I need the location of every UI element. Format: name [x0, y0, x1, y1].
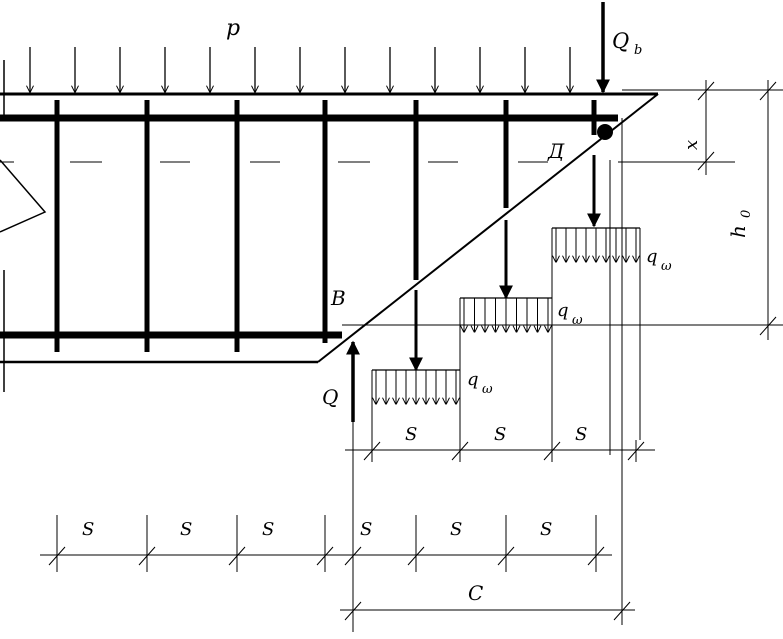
q-block-3	[551, 227, 641, 440]
dimension-s-upper	[345, 440, 655, 462]
label-qsw-1: q	[646, 246, 658, 267]
label-qsw-1-sub: ω	[661, 259, 672, 274]
dimension-x	[697, 80, 715, 175]
label-s-lower-2: S	[180, 519, 192, 540]
label-s-lower-1: S	[82, 519, 94, 540]
extension-lines	[342, 89, 783, 632]
label-h0-sub: 0	[739, 210, 754, 218]
label-s-lower-6: S	[540, 519, 552, 540]
label-s-upper-2: S	[494, 424, 506, 445]
label-x: x	[681, 140, 702, 150]
stirrup-load-blocks	[371, 227, 641, 440]
label-qsw-2: q	[557, 300, 569, 321]
label-s-lower-3: S	[262, 519, 274, 540]
label-s-lower-5: S	[450, 519, 462, 540]
reinforcement	[0, 100, 618, 352]
label-qb-sub: b	[634, 43, 642, 58]
point-d-dot	[597, 124, 613, 140]
label-point-d: Д	[547, 139, 565, 163]
q-block-1	[371, 369, 461, 440]
label-qsw-3-sub: ω	[482, 382, 493, 397]
label-h0: h	[726, 225, 750, 238]
beam-outline	[0, 60, 659, 392]
label-p: p	[226, 16, 240, 41]
distributed-load-arrows	[30, 47, 570, 92]
dimension-c	[340, 601, 635, 621]
label-c: C	[468, 581, 483, 605]
label-qb: Q	[612, 29, 629, 53]
dimension-s-lower	[40, 515, 612, 572]
label-qsw-3: q	[467, 369, 479, 390]
label-s-lower-4: S	[360, 519, 372, 540]
stirrup-force-arrows	[409, 155, 601, 372]
dimension-h0	[759, 80, 777, 340]
label-q: Q	[322, 385, 338, 409]
label-point-b: B	[330, 286, 346, 310]
label-s-upper-1: S	[405, 424, 417, 445]
label-s-upper-3: S	[575, 424, 587, 445]
label-qsw-2-sub: ω	[572, 313, 583, 328]
